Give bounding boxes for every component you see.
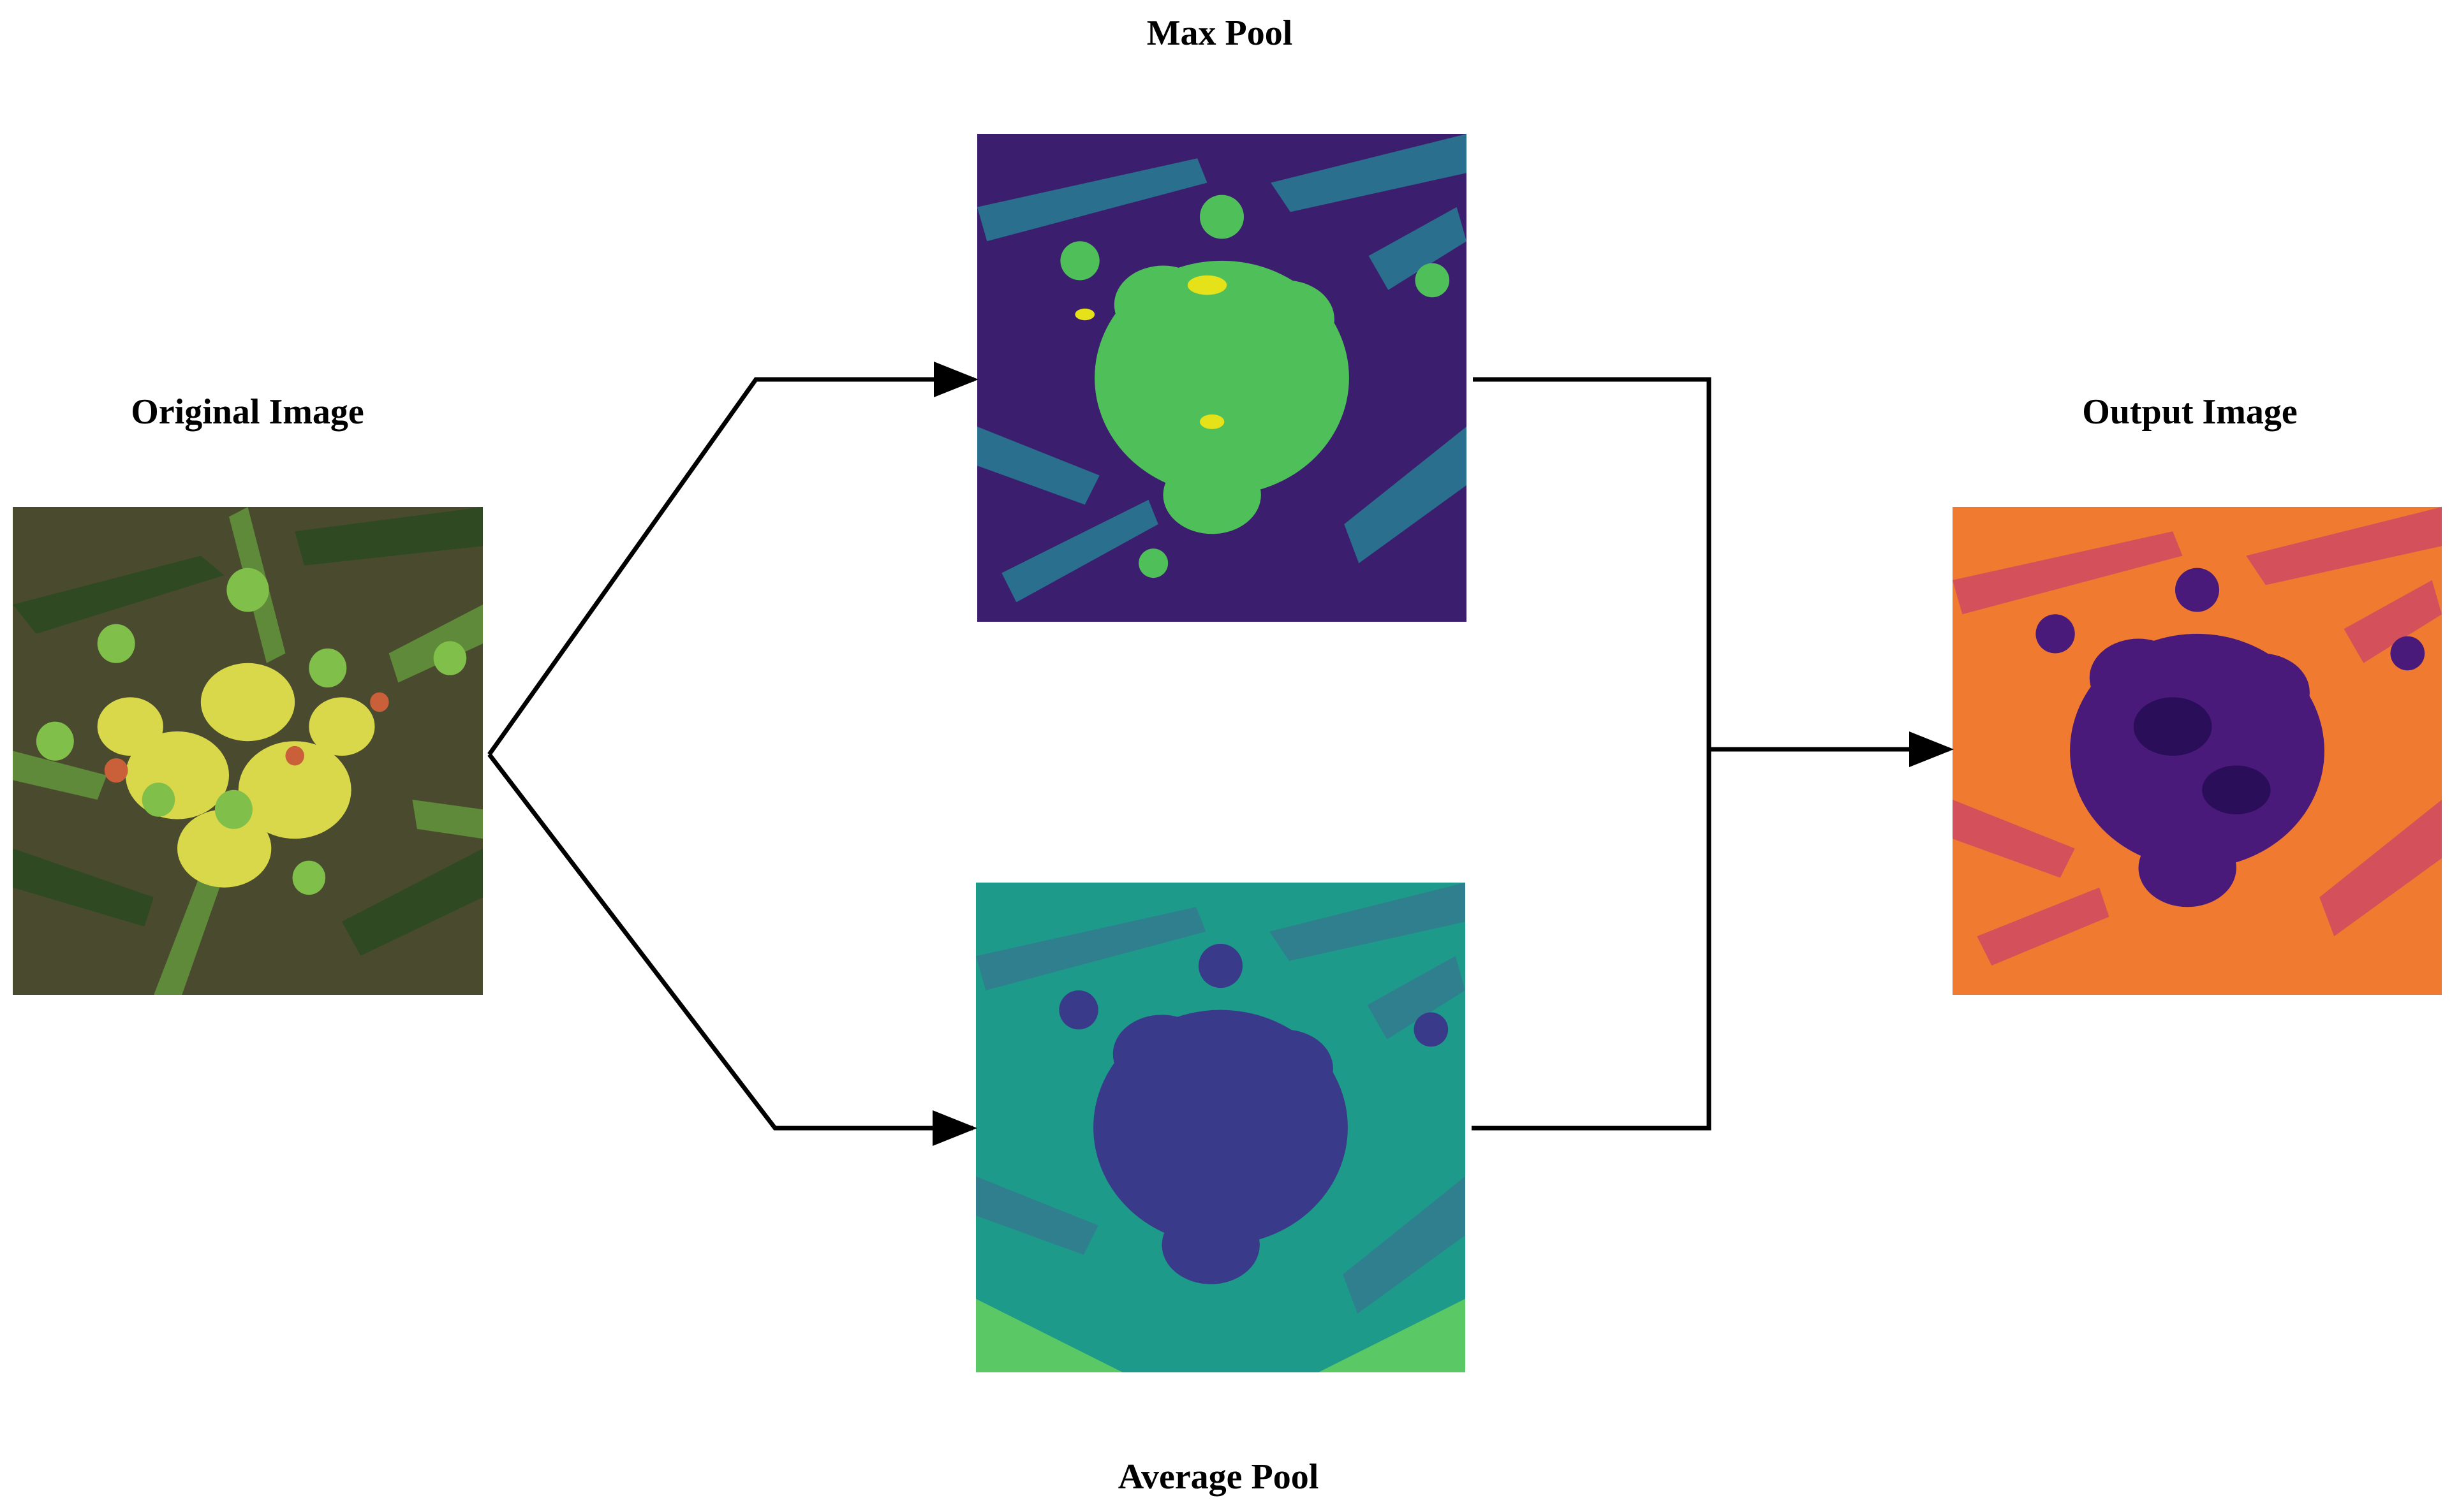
average-pool-image xyxy=(976,883,1465,1372)
label-output-image: Output Image xyxy=(2082,392,2298,432)
label-original-image: Original Image xyxy=(131,392,364,432)
arrow-original-to-maxpool xyxy=(487,362,979,756)
max-pool-image xyxy=(977,134,1466,622)
label-average-pool: Average Pool xyxy=(1118,1457,1319,1497)
arrow-original-to-avgpool xyxy=(487,752,977,1146)
output-image xyxy=(1953,507,2442,995)
label-max-pool: Max Pool xyxy=(1146,13,1293,53)
original-image xyxy=(13,507,483,995)
line-maxpool-to-merge xyxy=(1472,377,1711,1131)
